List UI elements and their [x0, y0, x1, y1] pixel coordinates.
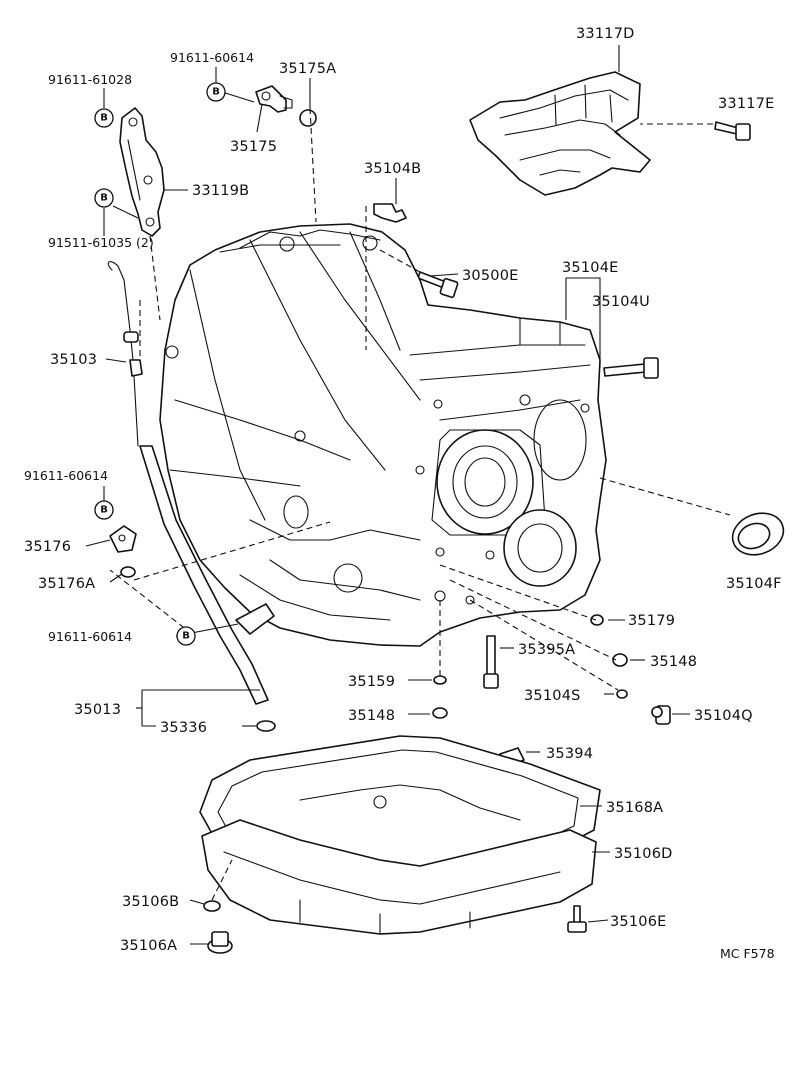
o-ring-35336 — [256, 720, 276, 732]
label-35106a: 35106A — [120, 938, 177, 954]
label-91611-60614-low: 91611-60614 — [48, 629, 132, 644]
drain-plug-35106a — [207, 931, 233, 954]
label-35148-a: 35148 — [650, 654, 697, 670]
o-ring-35175a — [299, 109, 317, 127]
label-35175a: 35175A — [279, 61, 336, 77]
svg-text:B: B — [182, 631, 190, 642]
label-35394: 35394 — [546, 746, 593, 762]
label-33117d: 33117D — [576, 26, 635, 42]
badge-b-4: B — [94, 500, 114, 520]
diagram-code: MC F578 — [720, 946, 775, 961]
dipstick-35103 — [107, 261, 143, 377]
label-35104u: 35104U — [592, 294, 650, 310]
part-labels: 33117D 33117E 91611-61028 91611-60614 35… — [24, 26, 782, 961]
label-35179: 35179 — [628, 613, 675, 629]
label-91611-60614-top: 91611-60614 — [170, 50, 254, 65]
label-35104f: 35104F — [726, 576, 782, 592]
filler-tube-35013 — [133, 375, 275, 705]
svg-text:B: B — [100, 193, 108, 204]
label-30500e: 30500E — [462, 268, 519, 284]
label-35148-b: 35148 — [348, 708, 395, 724]
bolt-35106e — [567, 905, 587, 933]
transaxle-housing — [159, 223, 607, 647]
label-35104q: 35104Q — [694, 708, 753, 724]
label-35104b: 35104B — [364, 161, 421, 177]
bolt-35395a — [483, 635, 499, 689]
badge-b-5: B — [176, 626, 196, 646]
label-35104e: 35104E — [562, 260, 619, 276]
label-35159: 35159 — [348, 674, 395, 690]
svg-text:B: B — [100, 505, 108, 516]
cover-35176 — [109, 525, 137, 553]
heat-insulator-33117d — [469, 71, 651, 196]
breather-35104b — [373, 203, 407, 223]
svg-text:B: B — [212, 87, 220, 98]
label-35176: 35176 — [24, 539, 71, 555]
label-33117e: 33117E — [718, 96, 775, 112]
o-ring-35176a — [120, 566, 136, 578]
oil-pan-35106d — [201, 819, 597, 935]
label-91511-61035: 91511-61035 (2) — [48, 235, 154, 250]
oil-seal-35104f — [599, 477, 785, 556]
label-35395a: 35395A — [518, 642, 575, 658]
plug-35179 — [590, 614, 604, 626]
label-91611-60614-mid: 91611-60614 — [24, 468, 108, 483]
gasket-35148-b — [432, 707, 448, 719]
label-33119b: 33119B — [192, 183, 249, 199]
o-ring-35104s — [616, 689, 628, 699]
label-35176a: 35176A — [38, 576, 95, 592]
gasket-35106b — [203, 900, 221, 912]
speed-sensor-35175 — [255, 85, 293, 113]
bolt-33117e — [640, 121, 751, 141]
badge-b-3: B — [94, 188, 114, 208]
label-35106e: 35106E — [610, 914, 667, 930]
badge-b-1: B — [94, 108, 114, 128]
plug-35104q — [651, 705, 671, 725]
label-35013: 35013 — [74, 702, 121, 718]
leader-lines — [85, 45, 690, 945]
o-ring-35159 — [433, 675, 447, 685]
label-91611-61028: 91611-61028 — [48, 72, 132, 87]
label-35106b: 35106B — [122, 894, 179, 910]
badge-b-2: B — [206, 82, 226, 102]
gasket-35148-a — [612, 653, 628, 667]
label-35175: 35175 — [230, 139, 277, 155]
bracket-33119b — [119, 107, 165, 237]
svg-text:B: B — [100, 113, 108, 124]
label-35103: 35103 — [50, 352, 97, 368]
bolt-35104u — [603, 357, 659, 379]
bolt-30500e — [417, 271, 459, 299]
label-35336: 35336 — [160, 720, 207, 736]
label-35106d: 35106D — [614, 846, 673, 862]
label-35168a: 35168A — [606, 800, 663, 816]
label-35104s: 35104S — [524, 688, 581, 704]
